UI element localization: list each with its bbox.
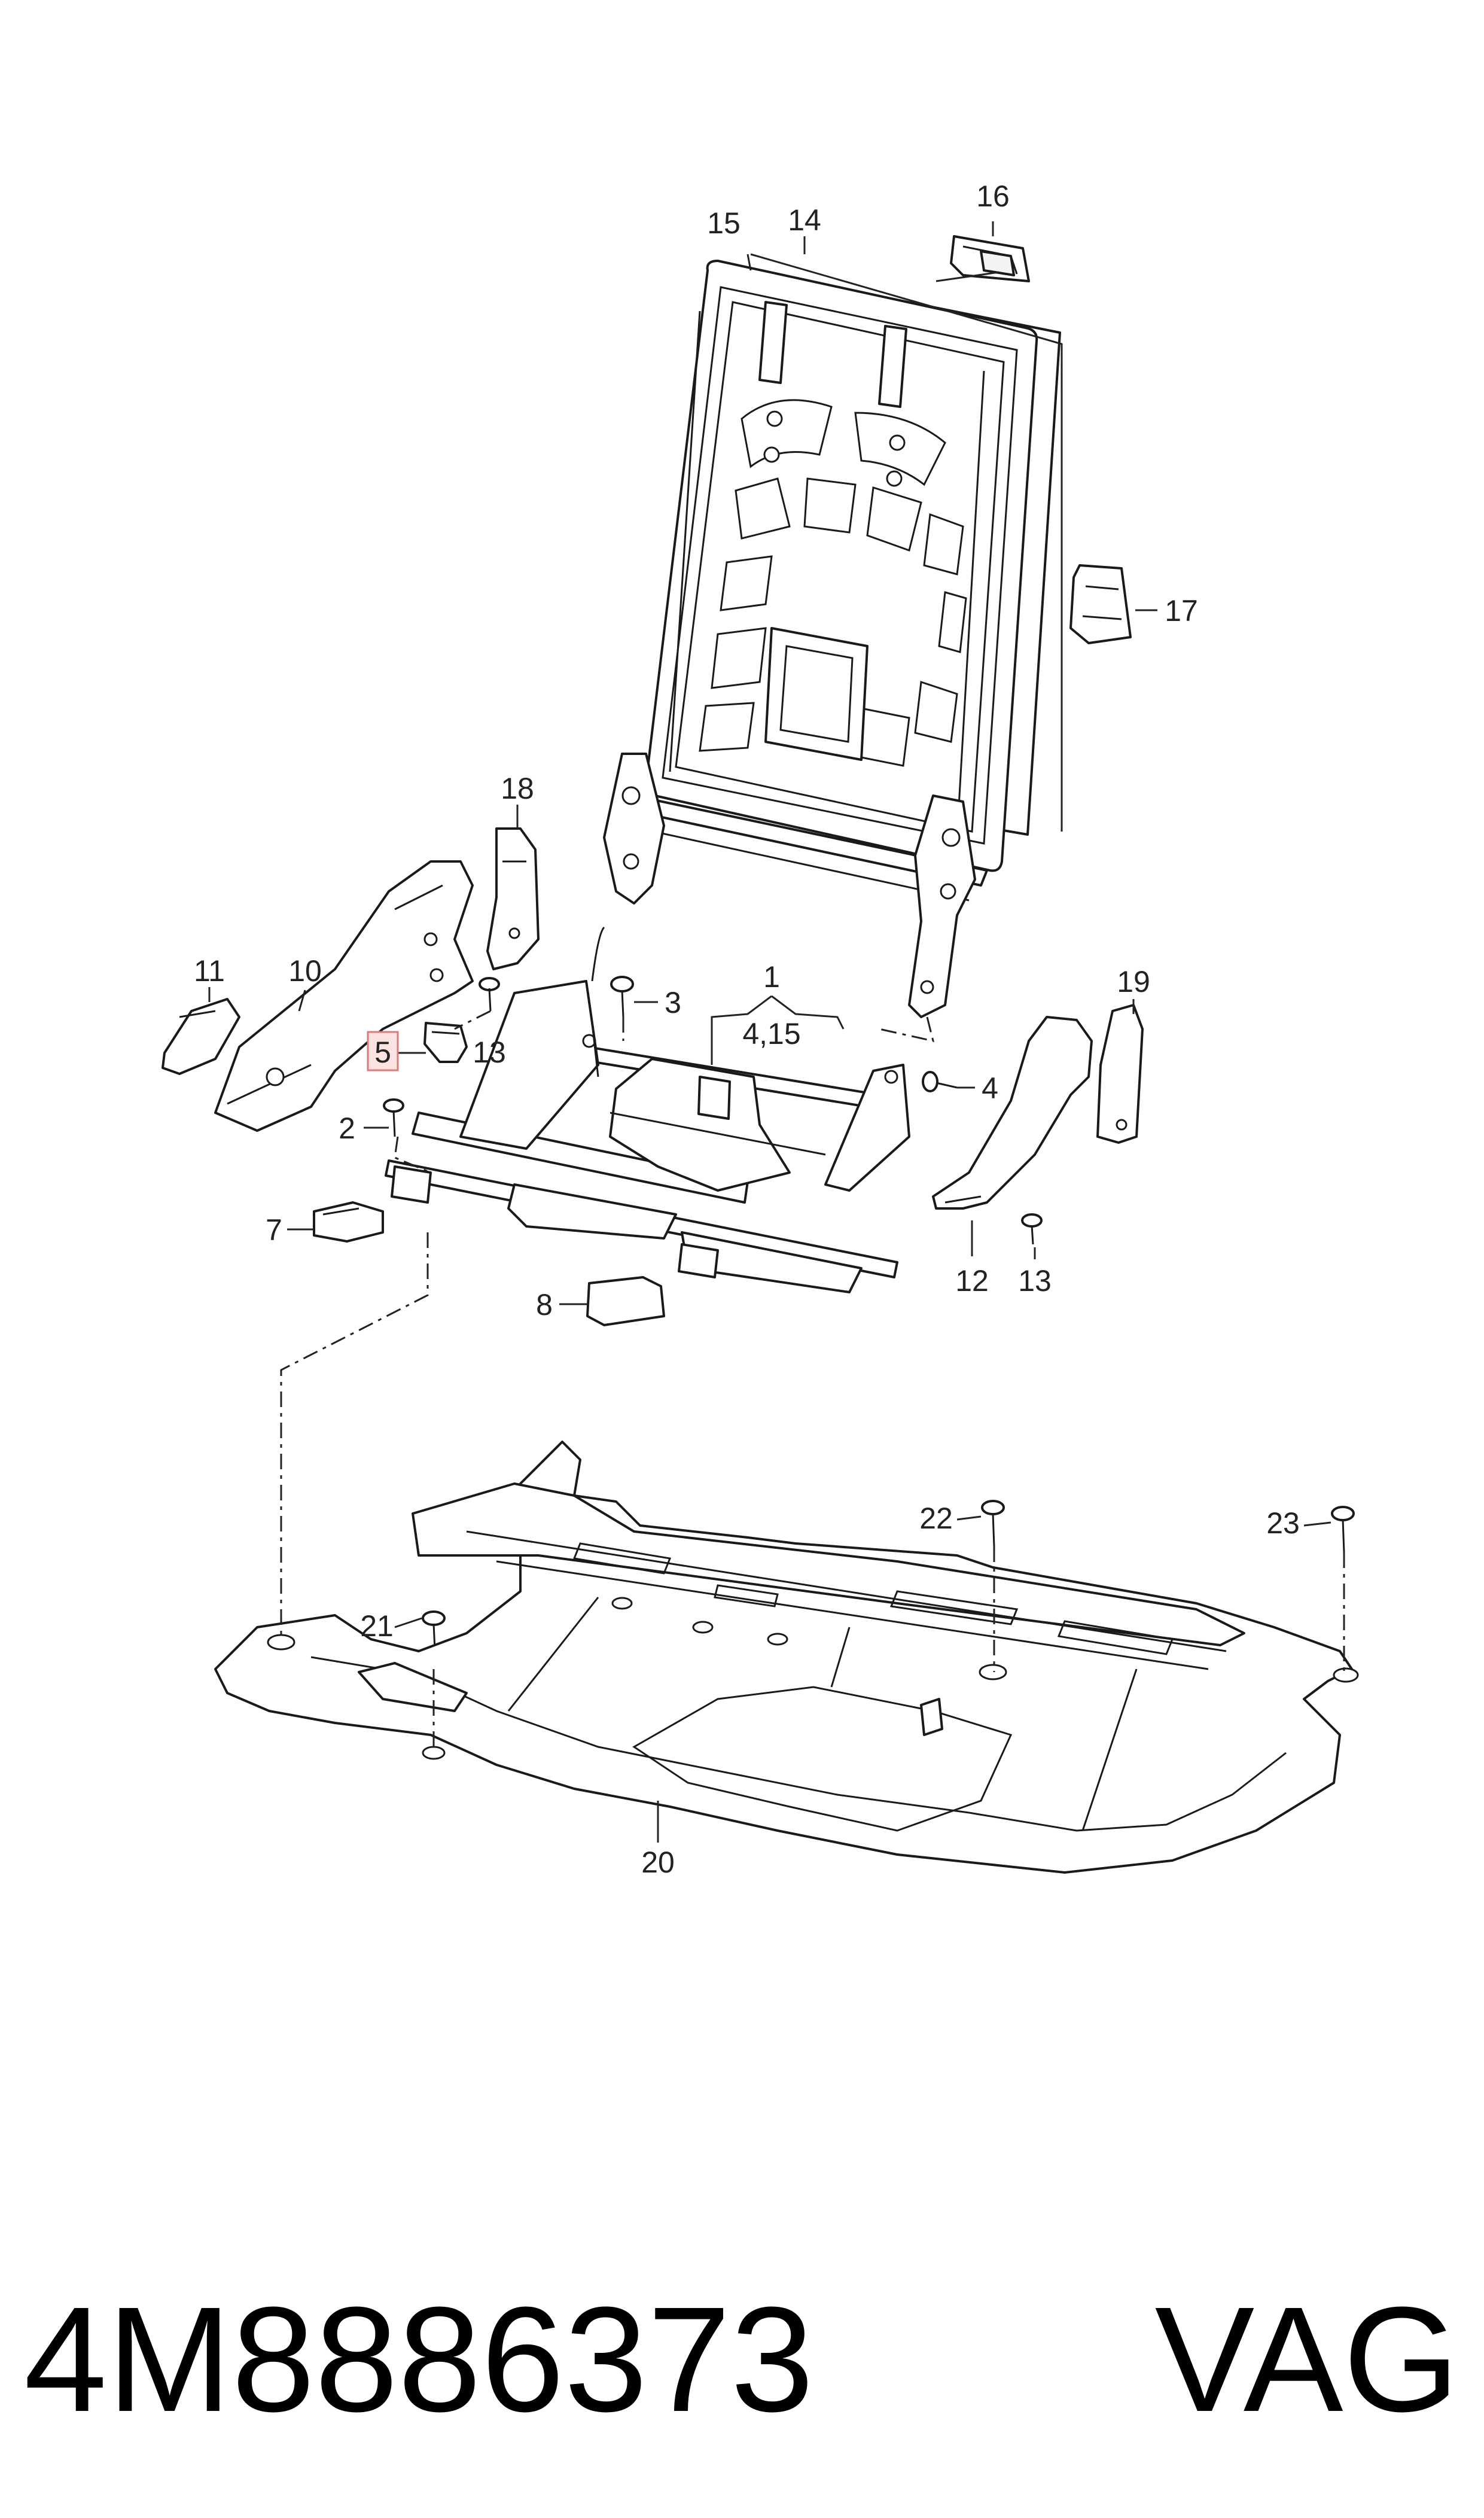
footer: 4M8886373 VAG <box>24 2276 1459 2443</box>
callout-18: 18 <box>501 772 534 805</box>
callout-23: 23 <box>1266 1506 1300 1540</box>
callout-13-right: 13 <box>1018 1264 1052 1298</box>
brand-name: VAG <box>1155 2276 1459 2443</box>
callout-19: 19 <box>1117 965 1150 998</box>
screw-2 <box>383 1098 404 1137</box>
callout-3: 3 <box>665 986 681 1019</box>
callout-13-left: 13 <box>473 1036 506 1069</box>
screw-22 <box>981 1500 1005 1547</box>
part-16-guide <box>950 235 1030 282</box>
part-7-cap <box>313 1201 384 1243</box>
callout-20: 20 <box>641 1846 675 1879</box>
part-11-cap <box>161 998 240 1075</box>
screw-23 <box>1331 1506 1355 1553</box>
backrest-frame <box>603 260 1061 1018</box>
callout-5-highlight <box>367 1031 399 1071</box>
callout-22: 22 <box>919 1502 953 1535</box>
part-18-bracket <box>486 827 540 970</box>
seat-cushion-frame <box>385 926 910 1293</box>
callout-17: 17 <box>1165 594 1198 628</box>
callout-1: 1 <box>763 960 780 994</box>
part-5-clip <box>423 1022 468 1063</box>
callout-5: 5 <box>374 1036 391 1069</box>
screw-3 <box>610 976 634 1018</box>
callout-12: 12 <box>955 1264 989 1298</box>
assembly-dash-lines <box>280 1010 1345 1753</box>
callout-11: 11 <box>194 954 225 988</box>
screw-4 <box>922 1071 958 1092</box>
part-17-clip <box>1069 564 1132 644</box>
part-8-cap <box>586 1276 665 1326</box>
callout-labels: 1 4,15 2 3 4 5 7 8 10 11 12 13 13 14 15 … <box>194 179 1300 1879</box>
screw-13-left <box>479 977 500 1012</box>
part-12-side-trim <box>932 1016 1093 1210</box>
callout-15: 15 <box>707 206 741 240</box>
part-number: 4M8886373 <box>24 2276 814 2443</box>
callout-2: 2 <box>339 1112 355 1145</box>
part-10-side-trim <box>214 860 474 1132</box>
callout-4-15: 4,15 <box>742 1017 800 1051</box>
callout-7: 7 <box>266 1213 282 1247</box>
screw-13-right <box>1021 1213 1043 1245</box>
callout-8: 8 <box>536 1288 553 1322</box>
callout-16: 16 <box>976 179 1010 213</box>
part-19-trim <box>1096 1004 1144 1144</box>
callout-21: 21 <box>360 1609 394 1643</box>
leader-lines <box>208 221 1331 1843</box>
part-20-base-plate <box>214 1441 1359 1874</box>
callout-10: 10 <box>288 954 322 988</box>
callout-14: 14 <box>788 203 821 237</box>
callout-4: 4 <box>982 1071 998 1105</box>
